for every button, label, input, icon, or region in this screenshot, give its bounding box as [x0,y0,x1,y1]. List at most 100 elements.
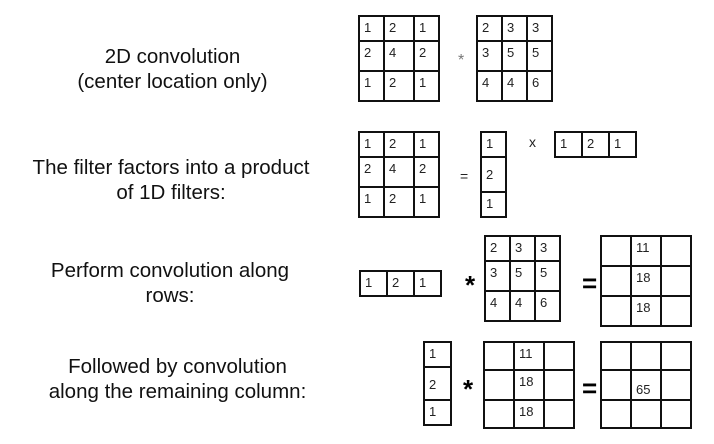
matrix-cell: 5 [540,265,548,280]
matrix-cell: 5 [532,45,540,60]
matrix-cell: 2 [364,45,372,60]
image-3x3-matrix: 2 3 3 3 5 5 4 4 6 [484,235,561,322]
matrix-cell: 2 [587,136,595,151]
matrix-cell: 2 [389,191,397,206]
matrix-cell: 1 [364,20,372,35]
matrix-cell [545,401,573,405]
matrix-cell: 4 [389,45,397,60]
matrix-cell [485,343,513,347]
caption-line: 2D convolution [104,45,241,68]
matrix-cell: 1 [419,20,427,35]
matrix-cell: 3 [490,265,498,280]
caption-line: rows: [145,284,195,307]
matrix-cell: 2 [429,377,437,392]
matrix-cell [632,401,660,405]
caption-2d-convolution: 2D convolution (center location only) [40,44,305,94]
matrix-cell: 1 [486,136,494,151]
matrix-cell: 1 [365,275,373,290]
matrix-cell: 1 [419,191,427,206]
matrix-cell: 1 [486,196,494,211]
matrix-cell [662,371,690,375]
matrix-cell [602,237,630,241]
matrix-cell: 3 [532,20,540,35]
column-filter-vector: 1 2 1 [423,341,452,426]
matrix-cell: 1 [364,75,372,90]
equals-sign: = [582,268,598,298]
matrix-cell: 1 [419,275,427,290]
matrix-cell: 18 [519,374,534,389]
matrix-cell: 6 [532,75,540,90]
matrix-cell [485,401,513,405]
matrix-cell: 18 [636,270,651,285]
matrix-cell: 2 [389,20,397,35]
matrix-cell: 4 [507,75,515,90]
matrix-cell [662,343,690,347]
matrix-cell: 1 [560,136,568,151]
matrix-cell [602,343,630,347]
matrix-cell: 4 [482,75,490,90]
filter-3x3-matrix: 1 2 1 2 4 2 1 2 1 [358,15,440,102]
matrix-cell: 1 [614,136,622,151]
caption-convolution-column: Followed by convolution along the remain… [20,354,335,404]
times-sign: x [529,134,536,150]
matrix-cell: 5 [515,265,523,280]
matrix-cell: 3 [482,45,490,60]
matrix-cell [602,267,630,271]
equals-sign: = [582,373,598,403]
matrix-cell [485,371,513,375]
final-result-3x3-matrix: 65 [600,341,692,429]
matrix-cell: 6 [540,295,548,310]
matrix-cell: 2 [482,20,490,35]
intermediate-3x3-matrix: 11 18 18 [483,341,575,429]
matrix-cell: 2 [486,167,494,182]
caption-line: of 1D filters: [116,181,226,204]
matrix-cell: 4 [515,295,523,310]
matrix-cell: 5 [507,45,515,60]
matrix-cell: 2 [389,75,397,90]
matrix-cell: 4 [490,295,498,310]
column-filter-vector: 1 2 1 [480,131,507,218]
matrix-cell: 1 [364,136,372,151]
matrix-cell: 2 [419,161,427,176]
matrix-cell: 4 [389,161,397,176]
matrix-cell [602,371,630,375]
matrix-cell: 11 [519,346,533,361]
row-filter-vector: 1 2 1 [359,270,442,297]
matrix-cell [662,237,690,241]
caption-line: Followed by convolution [68,355,287,378]
matrix-cell: 18 [519,404,534,419]
caption-convolution-rows: Perform convolution along rows: [20,258,320,308]
equals-sign: = [460,168,469,184]
matrix-cell [602,297,630,301]
matrix-cell [662,297,690,301]
matrix-cell: 1 [364,191,372,206]
caption-filter-factorization: The filter factors into a product of 1D … [6,155,336,205]
convolution-operator: * [458,52,465,69]
matrix-cell [662,267,690,271]
matrix-cell: 2 [490,240,498,255]
result-3x3-matrix: 11 18 18 [600,235,692,327]
matrix-cell [602,401,630,405]
filter-3x3-matrix: 1 2 1 2 4 2 1 2 1 [358,131,440,218]
row-filter-vector: 1 2 1 [554,131,637,158]
matrix-cell: 65 [636,382,651,397]
image-3x3-matrix: 2 3 3 3 5 5 4 4 6 [476,15,553,102]
matrix-cell: 3 [540,240,548,255]
caption-line: (center location only) [77,70,268,93]
matrix-cell: 3 [507,20,515,35]
matrix-cell: 1 [429,404,437,419]
matrix-cell: 2 [419,45,427,60]
matrix-cell: 1 [419,136,427,151]
matrix-cell: 1 [429,346,437,361]
matrix-cell: 3 [515,240,523,255]
convolution-operator: * [465,270,476,300]
matrix-cell: 2 [389,136,397,151]
matrix-cell [632,343,660,347]
matrix-cell [545,371,573,375]
caption-line: along the remaining column: [48,380,307,403]
caption-line: Perform convolution along [50,259,290,282]
matrix-cell: 2 [364,161,372,176]
matrix-cell: 11 [636,240,650,255]
matrix-cell [545,343,573,347]
matrix-cell [662,401,690,405]
